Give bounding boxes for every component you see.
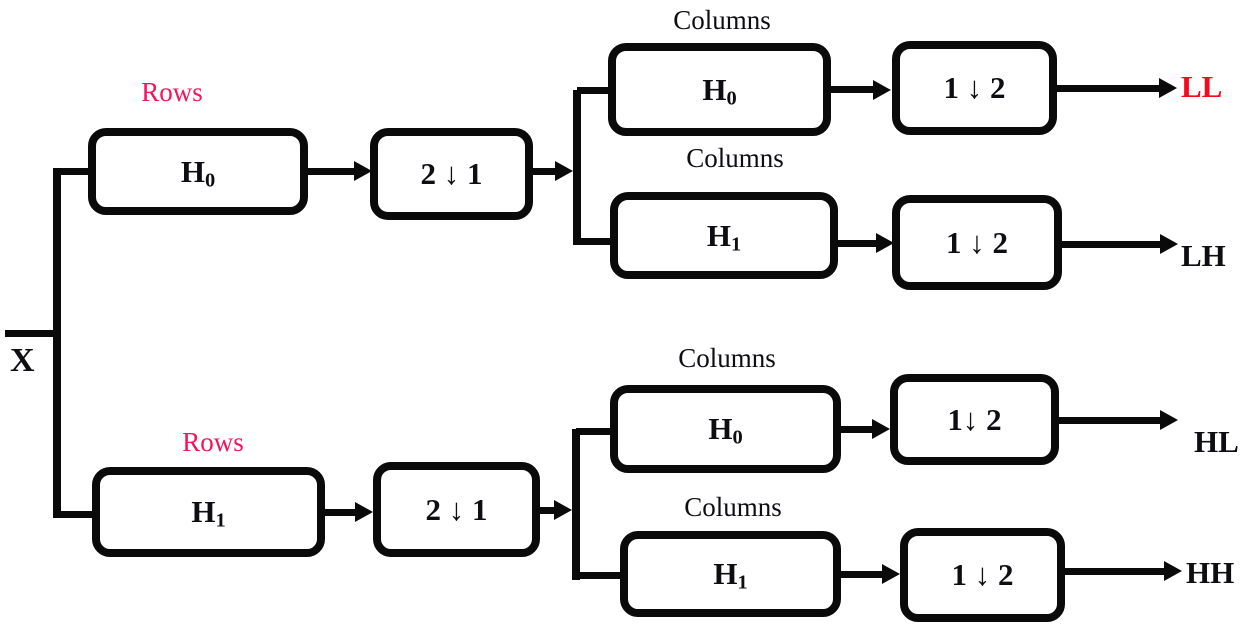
cols-h0-top-filter-label: H0 [702, 71, 737, 109]
rows-h1-filter-box: H1 [92, 467, 325, 557]
top-branch-split-line [573, 90, 581, 245]
output-label-lh: LH [1181, 238, 1226, 273]
split-to-cols-h0-top-connector [577, 87, 608, 94]
ll-output-arrow-shaft [1057, 85, 1161, 92]
lh-downsampler-box: 1 ↓ 2 [892, 195, 1062, 290]
split-to-cols-h1-bottom-connector [576, 572, 620, 579]
cols-h1-bottom-filter-box: H1 [620, 531, 841, 617]
bottom-downsampler-out-arrow-head [554, 500, 572, 520]
top-downsampler-box: 2 ↓ 1 [370, 128, 533, 220]
columns-label-lh: Columns [686, 143, 784, 173]
cols-h1-top-out-arrow-head [876, 233, 894, 253]
cols-h1-bottom-filter-label: H1 [713, 556, 748, 594]
rows-h1-to-downsampler-arrow-head [355, 502, 373, 522]
top-downsampler-label: 2 ↓ 1 [420, 156, 483, 191]
rows-h0-filter-label: H0 [180, 153, 216, 191]
lh-output-arrow-shaft [1062, 241, 1162, 248]
hl-downsampler-label: 1↓ 2 [947, 401, 1002, 437]
split-to-rows-h1-connector [53, 511, 96, 518]
hh-output-arrow-head [1164, 561, 1182, 581]
cols-h0-bottom-filter-label: H0 [708, 411, 743, 449]
rows-h0-to-downsampler-arrow-head [354, 161, 372, 181]
input-split-line [53, 168, 61, 518]
output-label-hh: HH [1186, 555, 1235, 590]
hh-downsampler-label: 1 ↓ 2 [951, 557, 1014, 592]
cols-h0-top-filter-box: H0 [608, 43, 831, 136]
cols-h1-bottom-out-arrow-head [882, 564, 900, 584]
split-to-cols-h1-top-connector [577, 238, 610, 245]
hh-output-arrow-shaft [1065, 568, 1166, 575]
cols-h0-top-out-arrow-head [873, 80, 891, 100]
rows-label-top: Rows [141, 77, 203, 107]
rows-h1-filter-label: H1 [191, 494, 226, 532]
rows-h0-to-downsampler-arrow-shaft [308, 168, 356, 175]
bottom-branch-split-line [572, 429, 580, 580]
hl-output-arrow-head [1160, 410, 1178, 430]
cols-h1-top-filter-label: H1 [706, 217, 742, 255]
output-label-hl: HL [1194, 424, 1239, 459]
cols-h0-bottom-filter-box: H0 [610, 385, 841, 473]
cols-h1-top-filter-box: H1 [610, 192, 838, 279]
lh-output-arrow-head [1160, 234, 1178, 254]
split-to-rows-h0-connector [53, 168, 90, 175]
lh-downsampler-label: 1 ↓ 2 [946, 224, 1008, 260]
rows-h0-filter-box: H0 [88, 128, 308, 215]
cols-h0-top-out-arrow-shaft [831, 86, 875, 93]
bottom-downsampler-box: 2 ↓ 1 [373, 462, 540, 557]
ll-output-arrow-head [1159, 78, 1177, 98]
cols-h0-bottom-out-arrow-shaft [841, 426, 874, 433]
bottom-downsampler-label: 2 ↓ 1 [425, 491, 488, 527]
top-downsampler-out-arrow-shaft [533, 168, 557, 175]
bottom-downsampler-out-arrow-shaft [540, 507, 557, 514]
columns-label-ll: Columns [673, 5, 771, 35]
hl-output-arrow-shaft [1059, 417, 1162, 424]
rows-h1-to-downsampler-arrow-shaft [325, 509, 357, 516]
ll-downsampler-label: 1 ↓ 2 [943, 70, 1006, 105]
cols-h1-top-out-arrow-shaft [838, 240, 878, 247]
output-label-ll: LL [1181, 69, 1223, 104]
cols-h0-bottom-out-arrow-head [872, 419, 890, 439]
rows-label-bottom: Rows [182, 427, 244, 457]
input-line [5, 330, 57, 337]
split-to-cols-h0-bottom-connector [576, 428, 610, 435]
ll-downsampler-box: 1 ↓ 2 [892, 41, 1057, 135]
cols-h1-bottom-out-arrow-shaft [841, 571, 884, 578]
input-label-x: X [10, 342, 35, 379]
hl-downsampler-box: 1↓ 2 [890, 374, 1059, 465]
columns-label-hh: Columns [684, 492, 782, 522]
columns-label-hl: Columns [678, 343, 776, 373]
top-downsampler-out-arrow-head [555, 161, 573, 181]
hh-downsampler-box: 1 ↓ 2 [900, 528, 1065, 622]
